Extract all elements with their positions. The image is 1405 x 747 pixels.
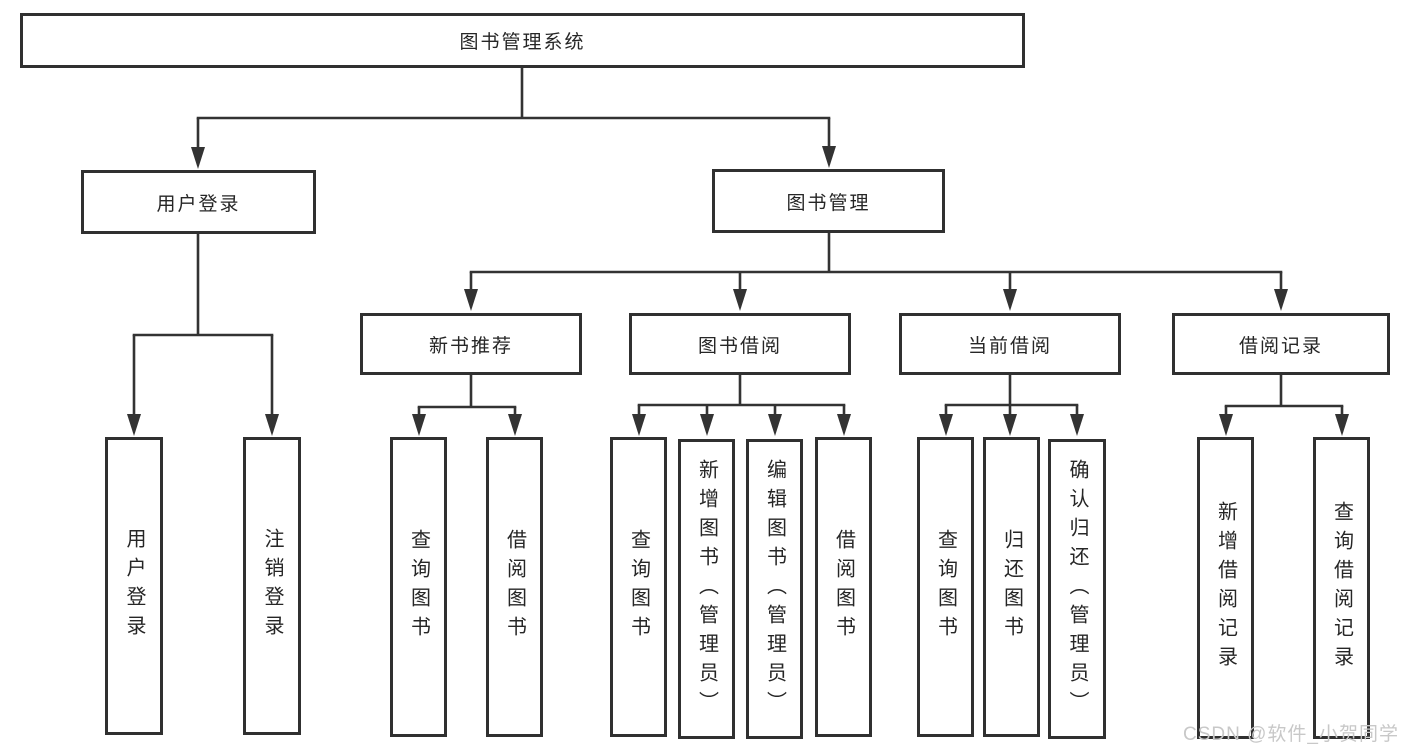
node-book-management: 图书管理 bbox=[712, 169, 945, 233]
leaf-cb-query-books: 查询图书 bbox=[917, 437, 974, 737]
leaf-bb-add-books-admin: 新增图书（管理员） bbox=[678, 439, 735, 739]
node-book-borrowing-label: 图书借阅 bbox=[697, 335, 782, 357]
node-book-borrowing: 图书借阅 bbox=[629, 313, 851, 375]
leaf-user-login: 用户登录 bbox=[105, 437, 163, 735]
node-current-borrowing-label: 当前借阅 bbox=[967, 335, 1052, 357]
leaf-rec-query-books-label: 查询图书 bbox=[407, 529, 430, 645]
leaf-rec-borrow-books-label: 借阅图书 bbox=[503, 529, 526, 645]
leaf-br-query-record: 查询借阅记录 bbox=[1313, 437, 1370, 739]
leaf-bb-query-books-label: 查询图书 bbox=[627, 529, 650, 645]
leaf-cb-confirm-return-admin-label: 确认归还（管理员） bbox=[1066, 458, 1088, 720]
leaf-user-login-label: 用户登录 bbox=[123, 528, 145, 644]
leaf-logout-label: 注销登录 bbox=[261, 528, 283, 644]
node-user-login: 用户登录 bbox=[81, 170, 316, 234]
leaf-br-query-record-label: 查询借阅记录 bbox=[1330, 501, 1353, 675]
leaf-bb-edit-books-admin: 编辑图书（管理员） bbox=[746, 439, 803, 739]
leaf-br-add-record-label: 新增借阅记录 bbox=[1214, 501, 1237, 675]
leaf-cb-return-books-label: 归还图书 bbox=[1000, 529, 1023, 645]
node-root-label: 图书管理系统 bbox=[459, 32, 586, 53]
node-borrowing-records-label: 借阅记录 bbox=[1238, 335, 1323, 357]
leaf-rec-query-books: 查询图书 bbox=[390, 437, 447, 737]
node-user-login-label: 用户登录 bbox=[156, 193, 241, 215]
node-borrowing-records: 借阅记录 bbox=[1172, 313, 1390, 375]
leaf-br-add-record: 新增借阅记录 bbox=[1197, 437, 1254, 739]
leaf-bb-query-books: 查询图书 bbox=[610, 437, 667, 737]
node-book-management-label: 图书管理 bbox=[786, 192, 871, 214]
node-new-book-recommend-label: 新书推荐 bbox=[428, 335, 513, 357]
csdn-watermark: CSDN @软件_小贺同学 bbox=[1183, 724, 1399, 745]
leaf-bb-edit-books-admin-label: 编辑图书（管理员） bbox=[763, 458, 786, 720]
node-root: 图书管理系统 bbox=[20, 13, 1025, 68]
leaf-rec-borrow-books: 借阅图书 bbox=[486, 437, 543, 737]
leaf-cb-confirm-return-admin: 确认归还（管理员） bbox=[1048, 439, 1106, 739]
node-current-borrowing: 当前借阅 bbox=[899, 313, 1121, 375]
leaf-cb-return-books: 归还图书 bbox=[983, 437, 1040, 737]
node-new-book-recommend: 新书推荐 bbox=[360, 313, 582, 375]
leaf-bb-borrow-books-label: 借阅图书 bbox=[832, 529, 855, 645]
leaf-bb-add-books-admin-label: 新增图书（管理员） bbox=[695, 458, 718, 720]
leaf-bb-borrow-books: 借阅图书 bbox=[815, 437, 872, 737]
leaf-cb-query-books-label: 查询图书 bbox=[934, 529, 957, 645]
leaf-logout: 注销登录 bbox=[243, 437, 301, 735]
